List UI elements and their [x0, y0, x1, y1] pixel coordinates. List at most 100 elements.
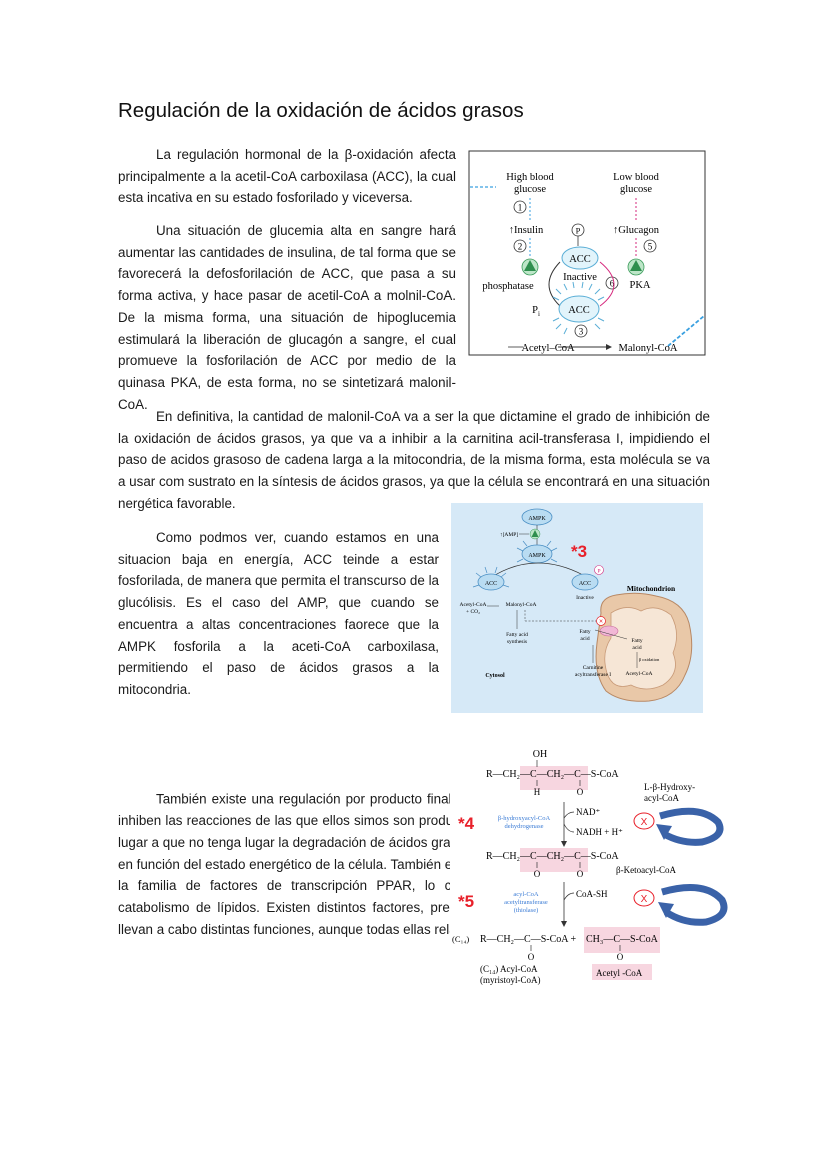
o-label: O — [617, 952, 624, 962]
feedback-arrowhead-icon — [658, 902, 674, 918]
hydroxyacyl-coa-name: acyl-CoA — [644, 793, 679, 803]
acc-active-spikes — [472, 566, 510, 588]
acc-inactive-label: ACC — [569, 254, 591, 265]
acc-active-spikes — [552, 281, 605, 335]
highlight-acetyl — [584, 927, 660, 953]
low-glucose-label: Low blood — [613, 172, 660, 183]
carnitine-acyltransferase-label: acyltransferase I — [575, 671, 611, 678]
h-label: H — [534, 787, 541, 797]
hydroxyacyl-coa-name: L-β-Hydroxy- — [644, 782, 695, 792]
paragraph-text: Una situación de glucemia alta en sangre… — [118, 223, 456, 412]
mito-acetyl-coa-label: Acetyl-CoA — [626, 671, 653, 677]
phosphorylation-arrow — [599, 261, 615, 307]
o-label: O — [577, 869, 584, 879]
phosphate-label: P — [597, 569, 600, 575]
acc-inactive-icon — [571, 573, 599, 591]
acc-inactive-label: ACC — [579, 581, 591, 587]
reaction-arrowhead-icon — [561, 841, 567, 847]
acetyl-coa-co2-label: + CO₂ — [466, 609, 480, 615]
transport-arrow — [594, 629, 628, 640]
mito-fatty-acid-label: Fatty — [631, 638, 643, 644]
low-glucose-label: glucose — [620, 184, 652, 195]
ampk-top-label: AMPK — [528, 516, 546, 522]
coash-label: CoA-SH — [576, 889, 608, 899]
carnitine-acyltransferase-label: Carnitine — [583, 665, 604, 671]
c14-label: (C₁₄) — [452, 934, 469, 944]
mitochondrion-matrix — [604, 607, 677, 690]
paragraph-malonyl-coa: En definitiva, la cantidad de malonil-Co… — [118, 406, 710, 515]
fatty-acid-synthesis-label: synthesis — [507, 639, 527, 645]
step-6-number: 6 — [610, 279, 615, 289]
phosphatase-label: phosphatase — [482, 281, 534, 292]
paragraph-hormonal-regulation: La regulación hormonal de la β-oxidación… — [118, 144, 456, 209]
high-glucose-label: glucose — [514, 184, 546, 195]
o-label: O — [577, 787, 584, 797]
malonyl-coa-label: Malonyl-CoA — [506, 602, 537, 608]
reaction-arrowhead-icon — [606, 344, 612, 350]
thiolase-label: (thiolase) — [514, 907, 539, 914]
paragraph-text: En definitiva, la cantidad de malonil-Co… — [118, 409, 710, 511]
acetyl-coa-label: Acetyl-CoA — [460, 602, 487, 608]
dehydrogenase-label: β-hydroxyacyl-CoA — [498, 815, 551, 822]
cofactor-arrow — [563, 892, 575, 901]
highlight-carbonyl — [560, 766, 588, 790]
dehydrogenase-label: dehydrogenase — [505, 823, 544, 830]
inactive-label: Inactive — [576, 595, 594, 601]
o-label: O — [528, 952, 535, 962]
inhibition-x: × — [599, 619, 603, 626]
paragraph-glycemia: Una situación de glucemia alta en sangre… — [118, 220, 456, 415]
inhibition-x: X — [641, 817, 648, 828]
fatty-acid-label: Fatty — [579, 629, 591, 635]
inhibition-icon — [633, 889, 655, 907]
glucagon-label: ↑Glucagon — [613, 225, 660, 236]
cofactor-arrow — [563, 823, 575, 833]
page-title: Regulación de la oxidación de ácidos gra… — [118, 99, 524, 122]
feedback-arrow — [661, 884, 728, 926]
inhibition-icon — [633, 812, 655, 830]
high-glucose-label: High blood — [506, 172, 554, 183]
acetyl-coa-structure: CH₃—C—S-CoA — [586, 934, 659, 945]
thiolase-label: acetyltransferase — [504, 899, 548, 906]
dephosphorylation-arrow — [548, 261, 561, 307]
step-3-number: 3 — [579, 327, 584, 337]
mitochondrion-label: Mitochondrion — [627, 584, 676, 593]
inactive-label: Inactive — [563, 272, 597, 283]
o-label: O — [534, 869, 541, 879]
pka-label: PKA — [629, 280, 650, 291]
malonyl-coa-label: Malonyl-CoA — [619, 343, 678, 354]
inhibition-icon — [596, 616, 606, 626]
inhibition-x: X — [641, 894, 648, 905]
feedback-arrow — [658, 807, 724, 846]
step-1-marker — [513, 200, 527, 214]
highlight-ch2 — [520, 766, 560, 790]
figure-ampk-diagram: Mitochondrion AMPK ↑[AMP] AMPK *3 — [451, 503, 703, 713]
figure-hormonal-acc-diagram: High blood glucose Low blood glucose 1 ↑… — [468, 150, 706, 356]
acetyl-coa-label: Acetyl–CoA — [521, 343, 574, 354]
acc-active-label: ACC — [485, 581, 497, 587]
ketoacyl-coa-structure: R—CH₂—C—CH₂—C—S-CoA — [486, 851, 619, 862]
pi-label: Pi — [532, 305, 540, 318]
acc-inactive-icon — [561, 246, 599, 270]
figure-product-inhibition: OH R—CH₂—C—CH₂—C—S-CoA H O L-β-Hydroxy- … — [450, 744, 734, 988]
annotation-star-4: *4 — [458, 814, 475, 833]
nad-label: NAD⁺ — [576, 807, 600, 817]
step-2-number: 2 — [518, 242, 523, 252]
figure-product-inhibition-diagram: OH R—CH₂—C—CH₂—C—S-CoA H O L-β-Hydroxy- … — [450, 744, 734, 988]
step-1-number: 1 — [518, 203, 523, 213]
mito-fatty-acid-label: acid — [632, 645, 641, 651]
outgoing-arrow — [667, 315, 705, 347]
annotation-star-3: *3 — [571, 542, 587, 561]
paragraph-ampk: Como podmos ver, cuando estamos en una s… — [118, 527, 439, 701]
acc-active-icon — [477, 573, 505, 591]
insulin-label: ↑Insulin — [509, 225, 544, 236]
amp-label: ↑[AMP] — [500, 532, 519, 538]
pka-triangle-icon — [630, 260, 642, 271]
phosphate-icon — [594, 565, 604, 575]
phosphatase-triangle-icon — [524, 260, 536, 271]
highlight-acetyl-name — [592, 964, 652, 980]
ampk-active-label: AMPK — [528, 553, 546, 559]
cytosol-label: Cytosol — [485, 673, 505, 679]
acc-active-icon — [558, 295, 600, 323]
reaction-arrowhead-icon — [561, 921, 567, 927]
